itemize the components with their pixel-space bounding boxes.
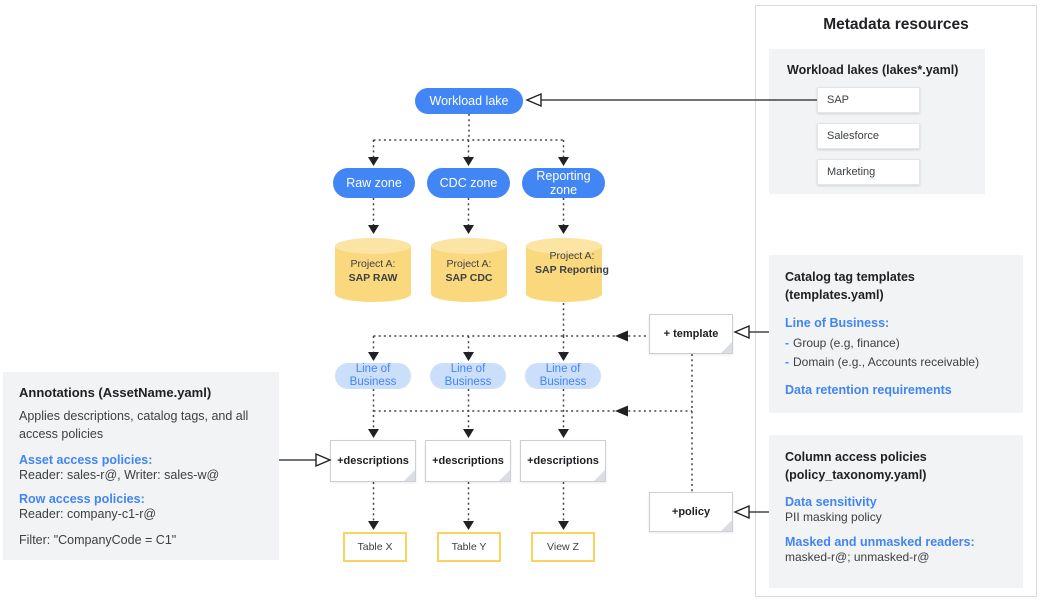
descriptions-note-3: +descriptions bbox=[520, 440, 606, 482]
project-name: SAP Reporting bbox=[535, 263, 609, 276]
policy-note: +policy bbox=[649, 492, 733, 532]
view-z-node: View Z bbox=[531, 532, 595, 562]
project-prefix: Project A: bbox=[446, 258, 492, 270]
lob-node-3: Line of Business bbox=[525, 363, 601, 389]
column-policies-title-line1: Column access policies bbox=[785, 450, 927, 464]
lob-node-2: Line of Business bbox=[430, 363, 506, 389]
row-access-policies-heading: Row access policies: bbox=[19, 492, 145, 507]
bullet-dash: - bbox=[785, 336, 789, 351]
cylinder-shape bbox=[431, 238, 507, 302]
cdc-zone-node: CDC zone bbox=[427, 168, 510, 198]
project-name: SAP RAW bbox=[348, 271, 398, 284]
column-policies-panel: Column access policies (policy_taxonomy.… bbox=[769, 435, 1023, 588]
raw-zone-node: Raw zone bbox=[333, 168, 415, 198]
catalog-templates-title-line2: (templates.yaml) bbox=[785, 288, 884, 303]
project-sap-cdc-cylinder: Project A: SAP CDC bbox=[430, 237, 508, 303]
annotations-description: Applies descriptions, catalog tags, and … bbox=[19, 409, 249, 441]
bullet-dash: - bbox=[785, 354, 789, 369]
project-sap-raw-cylinder: Project A: SAP RAW bbox=[334, 237, 412, 303]
lob-tag-item-domain: -Domain (e.g., Accounts receivable) bbox=[785, 354, 980, 369]
row-access-policies-value: Reader: company-c1-r@ bbox=[19, 507, 157, 522]
workload-lakes-title: Workload lakes (lakes*.yaml) bbox=[787, 63, 959, 77]
project-prefix: Project A: bbox=[350, 258, 396, 270]
table-x-node: Table X bbox=[343, 532, 407, 562]
template-note: + template bbox=[649, 314, 733, 354]
reporting-zone-node: Reporting zone bbox=[522, 168, 605, 198]
cylinder-shape bbox=[335, 238, 411, 302]
lob-node-1: Line of Business bbox=[335, 363, 411, 389]
lake-item-marketing: Marketing bbox=[817, 159, 920, 185]
masked-readers-heading: Masked and unmasked readers: bbox=[785, 535, 975, 550]
data-sensitivity-value: PII masking policy bbox=[785, 510, 882, 525]
masked-readers-value: masked-r@; unmasked-r@ bbox=[785, 550, 930, 565]
data-retention-heading: Data retention requirements bbox=[785, 383, 952, 398]
catalog-templates-title-line1: Catalog tag templates bbox=[785, 270, 915, 284]
metadata-resources-title: Metadata resources bbox=[823, 16, 969, 33]
asset-access-policies-heading: Asset access policies: bbox=[19, 452, 153, 467]
lob-tag-heading: Line of Business: bbox=[785, 316, 890, 331]
table-y-node: Table Y bbox=[437, 532, 501, 562]
lake-item-sap: SAP bbox=[817, 87, 920, 113]
project-sap-reporting-cylinder: Project A: SAP Reporting bbox=[525, 237, 609, 303]
workload-lake-node: Workload lake bbox=[415, 88, 523, 114]
descriptions-note-2: +descriptions bbox=[425, 440, 511, 482]
catalog-templates-panel: Catalog tag templates (templates.yaml) L… bbox=[769, 255, 1023, 413]
lake-item-salesforce: Salesforce bbox=[817, 123, 920, 149]
column-policies-title-line2: (policy_taxonomy.yaml) bbox=[785, 468, 927, 483]
cylinder-shape bbox=[526, 238, 602, 302]
descriptions-note-1: +descriptions bbox=[330, 440, 416, 482]
lob-tag-item-group: -Group (e.g, finance) bbox=[785, 336, 900, 351]
project-name: SAP CDC bbox=[445, 271, 493, 284]
filter-value: Filter: "CompanyCode = C1" bbox=[19, 533, 177, 547]
annotations-title: Annotations (AssetName.yaml) bbox=[19, 385, 212, 400]
project-prefix: Project A: bbox=[549, 250, 595, 262]
asset-access-policies-value: Reader: sales-r@, Writer: sales-w@ bbox=[19, 467, 220, 482]
annotations-panel: Annotations (AssetName.yaml) Applies des… bbox=[3, 372, 279, 560]
data-sensitivity-heading: Data sensitivity bbox=[785, 495, 877, 510]
